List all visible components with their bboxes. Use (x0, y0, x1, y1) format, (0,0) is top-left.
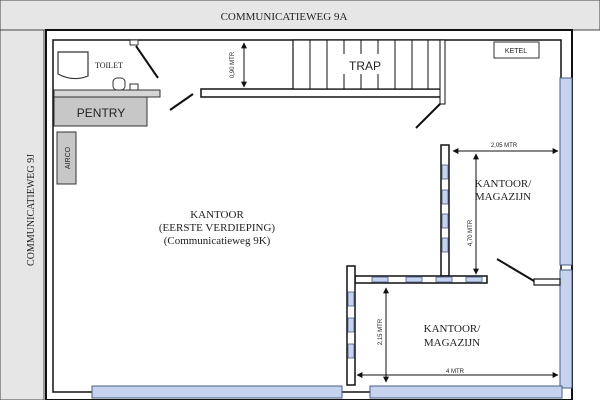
room-label-kantoor-magazijn-upper: KANTOOR/ MAGAZIJN (475, 178, 533, 203)
toilet-door-hinge (129, 39, 139, 46)
street-left (0, 29, 45, 400)
kantoor-main-line2: (EERSTE VERDIEPING) (159, 222, 276, 234)
kantoor-magazijn-upper-line2: MAGAZIJN (475, 191, 531, 203)
toilet-door (135, 45, 159, 79)
right-room-door (496, 258, 535, 282)
dim-lower-width-label: 4 MTR (446, 369, 465, 375)
toilet-label: TOILET (95, 61, 123, 70)
window-right-lower (559, 269, 573, 389)
airco-label: AIRCO (65, 146, 72, 169)
toilet-sink (112, 77, 126, 91)
dim-lower-height-label: 2,15 MTR (378, 318, 384, 345)
pentry-door (169, 93, 194, 111)
window-bottom-right (369, 385, 563, 399)
kantoor-main-line1: KANTOOR (190, 209, 244, 221)
toilet-tap (129, 83, 139, 91)
window-bottom-left (91, 385, 343, 399)
trap-label: TRAP (349, 59, 381, 73)
stair-post (439, 39, 446, 105)
dim-upper-width-label: 2,05 MTR (491, 143, 518, 149)
kantoor-magazijn-upper-line1: KANTOOR/ (475, 178, 533, 190)
street-label-left: COMMUNICATIEWEG 9J (26, 154, 37, 266)
dim-stair-gap-label: 0,90 MTR (230, 51, 236, 78)
trap-label-bg (340, 54, 390, 74)
stair-door (415, 103, 441, 129)
street-label-top: COMMUNICATIEWEG 9A (221, 11, 348, 23)
right-room-door-frame (533, 278, 561, 286)
ketel-label: KETEL (505, 48, 527, 55)
room-label-kantoor-magazijn-lower: KANTOOR/ MAGAZIJN (424, 323, 482, 349)
airco-unit (56, 131, 77, 185)
partition-lower-panes (347, 291, 355, 359)
kantoor-magazijn-lower-line2: MAGAZIJN (424, 337, 480, 349)
pentry-label: PENTRY (77, 106, 125, 120)
pentry-counter-top (53, 89, 161, 98)
partition-upper-panes (441, 164, 449, 253)
kantoor-magazijn-lower-line1: KANTOOR/ (424, 323, 482, 335)
pentry-counter (53, 96, 148, 127)
toilet-bowl (57, 51, 89, 80)
kantoor-main-line3: (Communicatieweg 9K) (164, 235, 271, 247)
room-label-kantoor-main: KANTOOR (EERSTE VERDIEPING) (Communicati… (159, 209, 276, 247)
window-right-upper (559, 77, 573, 266)
ketel-box (493, 41, 540, 59)
stair-wall (200, 88, 444, 98)
partition-horizontal-panes (371, 276, 483, 283)
dim-upper-height-label: 4,70 MTR (468, 219, 474, 246)
